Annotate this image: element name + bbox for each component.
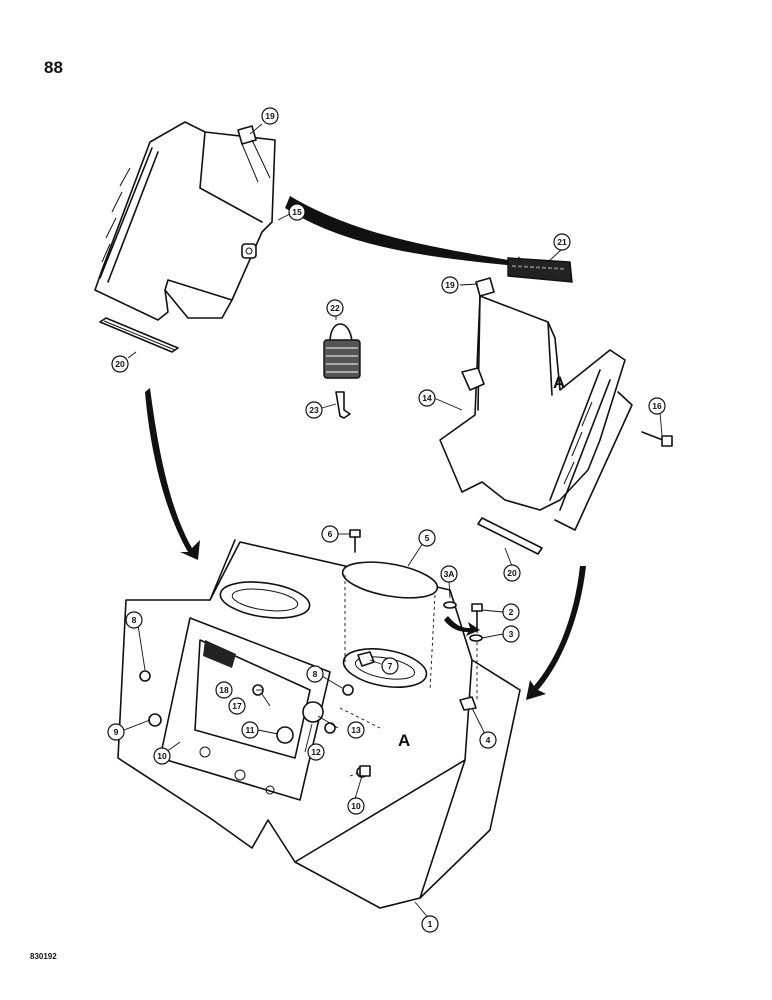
callout: 10 (347, 797, 365, 815)
svg-text:17: 17 (232, 701, 242, 711)
console-housing (117, 539, 521, 909)
clip-nut (357, 651, 375, 667)
callout: 15 (288, 203, 306, 221)
page-number: 88 (44, 58, 63, 77)
direction-arrow (145, 388, 200, 560)
direction-arrow (526, 566, 586, 700)
callout: 23 (305, 401, 323, 419)
direction-arrow (444, 616, 480, 636)
svg-text:3: 3 (509, 629, 514, 639)
clip-nut (459, 696, 477, 711)
svg-text:5: 5 (425, 533, 430, 543)
pad (237, 125, 257, 145)
svg-text:19: 19 (265, 111, 275, 121)
callout: 13 (347, 721, 365, 739)
callout: 18 (215, 681, 233, 699)
svg-text:8: 8 (132, 615, 137, 625)
svg-text:22: 22 (330, 303, 340, 313)
svg-text:3A: 3A (444, 569, 455, 579)
svg-text:10: 10 (351, 801, 361, 811)
left-console-cover (94, 121, 276, 321)
weather-strip (507, 257, 573, 283)
view-marker: A (398, 731, 410, 750)
svg-text:10: 10 (157, 751, 167, 761)
cover-plate (341, 561, 439, 599)
callout: 20 (503, 564, 521, 582)
pad (475, 277, 495, 297)
svg-text:20: 20 (115, 359, 125, 369)
callout: 3A (440, 565, 458, 583)
padlock (323, 323, 361, 379)
callout: 16 (648, 397, 666, 415)
bolt (349, 765, 371, 777)
callout: 1 (421, 915, 439, 933)
svg-text:8: 8 (313, 669, 318, 679)
bolt (349, 529, 361, 553)
svg-text:13: 13 (351, 725, 361, 735)
svg-text:7: 7 (388, 661, 393, 671)
leader-lines (123, 123, 663, 921)
svg-text:23: 23 (309, 405, 319, 415)
callout: 20 (111, 355, 129, 373)
svg-text:12: 12 (311, 747, 321, 757)
svg-text:21: 21 (557, 237, 567, 247)
svg-text:2: 2 (509, 607, 514, 617)
callout: 9 (107, 723, 125, 741)
drawing-code: 830192 (30, 952, 57, 961)
direction-arrow (285, 196, 530, 272)
right-console-cover (439, 295, 633, 531)
callout: 3 (502, 625, 520, 643)
callout: 19 (261, 107, 279, 125)
callouts: 19 15 21 19 22 20 23 14 16 6 5 20 3A 2 3… (107, 107, 666, 933)
svg-text:20: 20 (507, 568, 517, 578)
callout: 19 (441, 276, 459, 294)
callout: 10 (153, 747, 171, 765)
bolt (641, 431, 673, 447)
callout: 22 (326, 299, 344, 317)
callout: 8 (306, 665, 324, 683)
callout: 12 (307, 743, 325, 761)
washer (469, 634, 483, 642)
svg-text:16: 16 (652, 401, 662, 411)
callout: 7 (381, 657, 399, 675)
callout: 21 (553, 233, 571, 251)
callout: 11 (241, 721, 259, 739)
callout: 8 (125, 611, 143, 629)
svg-text:4: 4 (486, 735, 491, 745)
svg-text:18: 18 (219, 685, 229, 695)
callout: 4 (479, 731, 497, 749)
washer (443, 601, 457, 609)
svg-text:15: 15 (292, 207, 302, 217)
svg-text:9: 9 (114, 727, 119, 737)
svg-text:14: 14 (422, 393, 432, 403)
callout: 14 (418, 389, 436, 407)
callout: 2 (502, 603, 520, 621)
svg-text:1: 1 (428, 919, 433, 929)
seal-strip (477, 517, 543, 555)
callout: 5 (418, 529, 436, 547)
view-marker: A (553, 373, 565, 392)
svg-text:6: 6 (328, 529, 333, 539)
callout: 6 (321, 525, 339, 543)
svg-text:19: 19 (445, 280, 455, 290)
callout: 17 (228, 697, 246, 715)
svg-text:11: 11 (246, 725, 255, 735)
key (335, 391, 351, 419)
